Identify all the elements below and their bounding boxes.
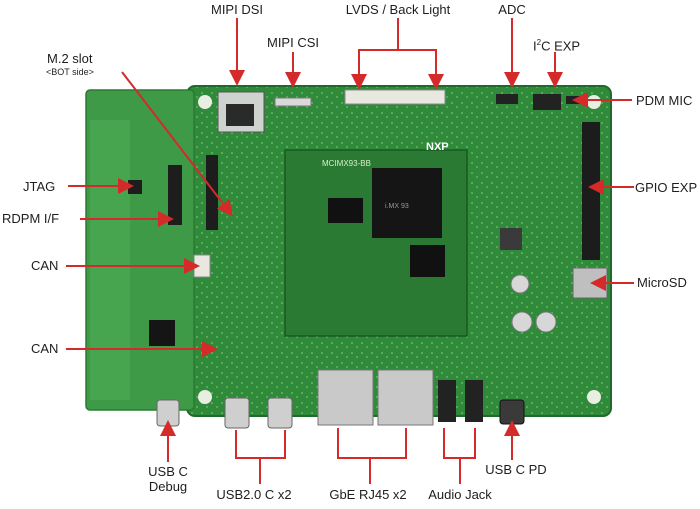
adc-header — [496, 94, 518, 104]
label-pdm-mic: PDM MIC — [636, 93, 693, 108]
label-microsd: MicroSD — [637, 275, 687, 290]
callout-arrows — [66, 18, 634, 484]
pdm-mic-header — [566, 96, 580, 104]
m2-slot-connector — [206, 155, 218, 230]
label-adc: ADC — [498, 2, 526, 17]
can-connector — [193, 254, 211, 278]
mounting-hole — [587, 390, 601, 404]
usb-c-port — [224, 397, 250, 429]
mipi-dsi-port — [226, 104, 254, 126]
label-usb-c-debug-1: USB C — [148, 464, 188, 479]
label-usb20-c-x2: USB2.0 C x2 — [216, 487, 292, 502]
label-mipi-dsi: MIPI DSI — [210, 2, 264, 17]
capacitor — [511, 311, 533, 333]
label-lvds-backlight: LVDS / Back Light — [345, 2, 451, 17]
usb-c-port — [267, 397, 293, 429]
mounting-hole — [198, 390, 212, 404]
label-audio-jack: Audio Jack — [428, 487, 492, 502]
rj45-port — [377, 369, 434, 426]
label-usb-c-pd: USB C PD — [485, 462, 547, 477]
label-i2c-exp: I2C EXP — [533, 36, 580, 53]
arrow-audio-bracket — [443, 428, 476, 459]
expansion-board-inner — [90, 120, 130, 400]
audio-jack-port — [465, 380, 483, 422]
arrow-m2 — [121, 71, 233, 217]
mipi-csi-connector — [274, 97, 312, 107]
label-m2-slot-note: <BOT side> — [46, 67, 94, 77]
label-gpio-exp: GPIO EXP — [635, 180, 698, 195]
audio-jack-port — [438, 380, 456, 422]
capacitor — [510, 274, 530, 294]
arrow-lvds-bracket — [358, 49, 437, 78]
label-jtag: JTAG — [23, 179, 56, 194]
i2c-header — [533, 94, 561, 110]
pmic-chip — [410, 245, 445, 277]
chip-part-text: i.MX 93 — [385, 203, 409, 210]
label-rdpm-if: RDPM I/F — [2, 211, 60, 226]
rj45-port — [317, 369, 374, 426]
chip-brand-text: NXP — [426, 141, 449, 153]
usb-c-pd-port — [499, 399, 525, 425]
som-name-text: MCIMX93-BB — [322, 159, 371, 168]
label-can-2: CAN — [31, 341, 59, 356]
soc-chip — [372, 168, 442, 238]
label-i2c-exp-sup: 2 — [536, 38, 542, 47]
label-can-1: CAN — [31, 258, 59, 273]
jtag-chip — [128, 180, 142, 194]
label-mipi-csi: MIPI CSI — [266, 35, 320, 50]
inductor — [500, 228, 522, 250]
can-chip — [149, 320, 175, 346]
label-usb-c-debug-2: Debug — [148, 479, 188, 494]
arrow-usb20-bracket — [235, 430, 286, 459]
mounting-hole — [587, 95, 601, 109]
usb-c-debug-port — [156, 399, 180, 427]
mounting-hole — [198, 95, 212, 109]
lvds-connector — [344, 89, 446, 105]
memory-chip — [328, 198, 363, 223]
capacitor — [535, 311, 557, 333]
label-gbe-rj45-x2: GbE RJ45 x2 — [329, 487, 407, 502]
rdpm-connector — [168, 165, 182, 225]
arrow-rj45-bracket — [337, 428, 407, 459]
label-m2-slot: M.2 slot — [47, 51, 93, 66]
label-i2c-exp-prefix: I — [533, 38, 537, 54]
label-i2c-exp-suffix: C EXP — [541, 38, 581, 54]
gpio-exp-header — [582, 122, 600, 260]
